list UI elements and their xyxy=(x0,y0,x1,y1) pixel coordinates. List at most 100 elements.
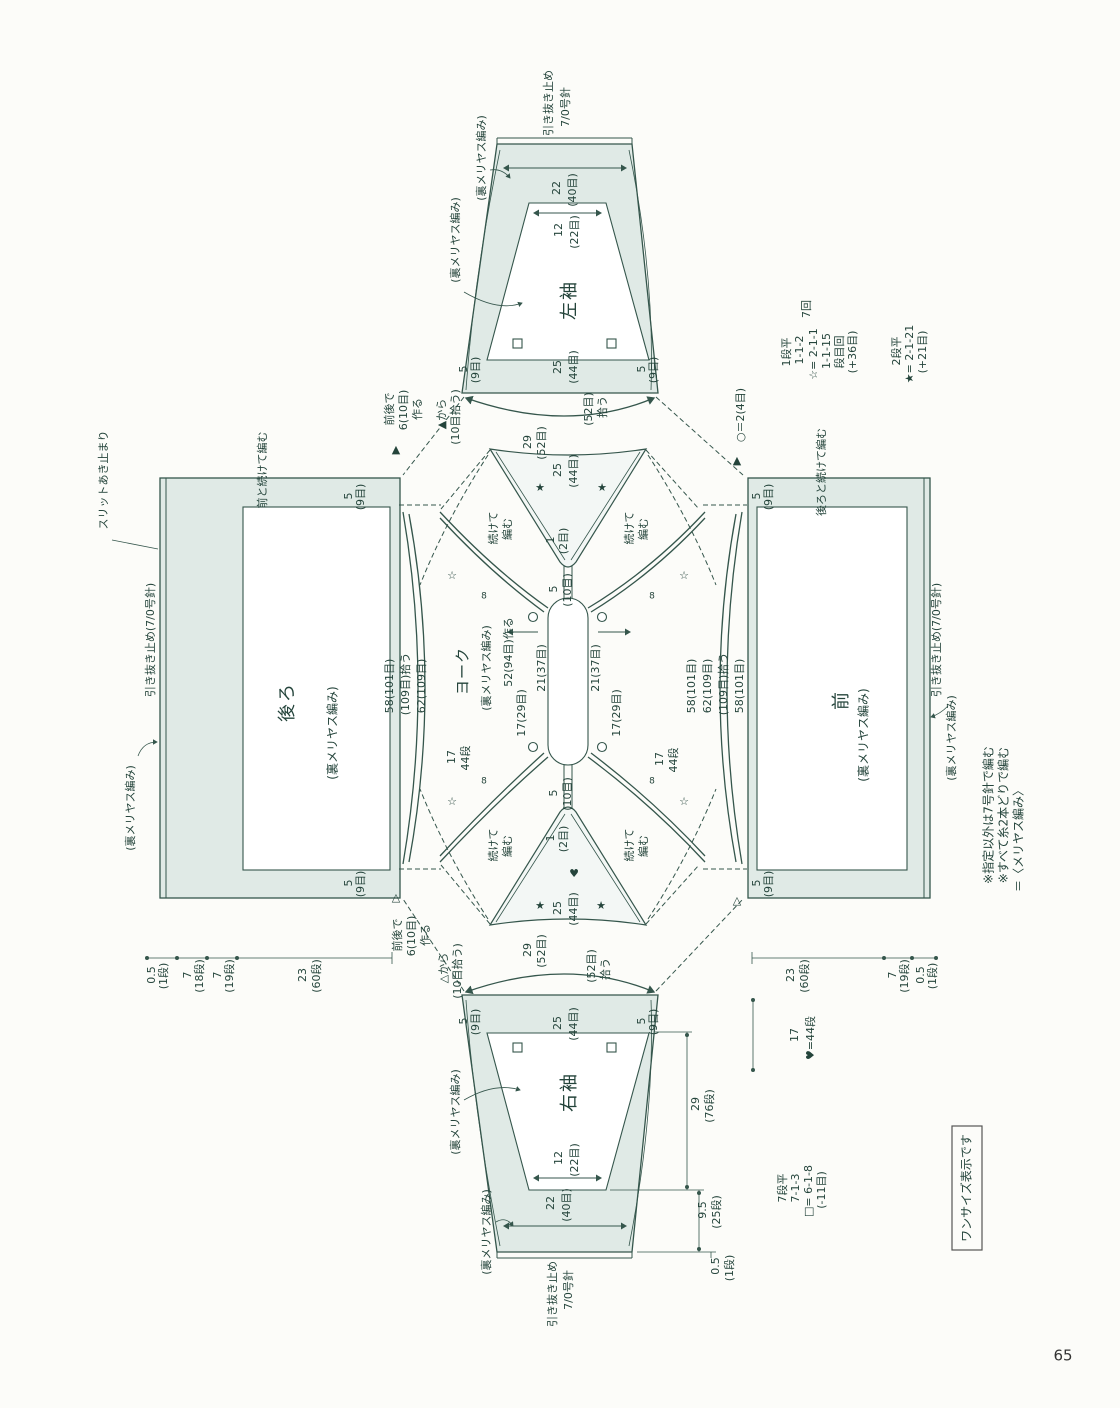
bindoff-label-back: 引き抜き止め(7/0号針) xyxy=(143,583,157,697)
back-yoke-bracket-outer xyxy=(402,511,419,865)
front-yoke-bracket-inner xyxy=(719,513,737,863)
front-yoke-bracket-outer xyxy=(726,511,743,865)
dim-40sts: (40目) xyxy=(560,1188,573,1222)
guide-dot xyxy=(685,1185,689,1189)
yoke-bottom-apex-strip xyxy=(563,765,573,808)
dim-0-5: 0.5 xyxy=(914,966,927,984)
bindoff-label-top-line1: 引き抜き止め xyxy=(541,70,555,136)
continue-knitting-1: 続けて xyxy=(486,829,500,862)
right-sleeve-fold-lines xyxy=(465,999,652,1247)
stitch-note-body-top: (裏メリヤス編み) xyxy=(448,197,462,283)
pickup-52sts: (52目) xyxy=(585,949,598,983)
continue-knitting-2: 編む xyxy=(500,835,514,857)
continue-knitting-2: 編む xyxy=(500,518,514,540)
continue-knitting-1: 続けて xyxy=(622,829,636,862)
dim-0-5: 0.5 xyxy=(709,1257,722,1275)
one-size-note-text: ワンサイズ表示です xyxy=(959,1134,974,1242)
dim-5: 5 xyxy=(547,790,560,797)
guide-dot xyxy=(685,1033,689,1037)
left-sleeve-fold-lines xyxy=(465,149,652,391)
stitch-note-arrow-back xyxy=(137,739,158,757)
dim-5: 5 xyxy=(750,880,763,887)
back-label: 後ろ xyxy=(277,682,298,722)
dim-17-29sts: 17(29目) xyxy=(610,689,623,737)
dim-52sts: (52目) xyxy=(535,934,548,968)
dim-17: 17 xyxy=(445,750,458,764)
yoke-center-band xyxy=(547,597,589,766)
dim-17-29sts: 17(29目) xyxy=(515,689,528,737)
notes-group: ※指定以外は7号針で編む ※すべて糸2本どりで編む ＝〈メリヤス編み〉 ワンサイ… xyxy=(951,746,1073,1365)
yoke-cast-on-note: 52(94目)作る xyxy=(502,617,515,687)
dim-5: 5 xyxy=(635,1018,648,1025)
dim-2sts: (2目) xyxy=(557,826,570,853)
seam-dash-lines xyxy=(399,396,747,992)
back-piece-group: スリットあき止まり 引き抜き止め(7/0号針) (裏メリヤス編み) 後ろ (裏メ… xyxy=(97,431,428,899)
square-mark-left-sleeve-2 xyxy=(606,338,617,349)
back-yoke-bracket-inner xyxy=(408,513,426,863)
legend-open-star-repeat: 7回 xyxy=(800,300,813,318)
triangle-open-mark: △ xyxy=(392,891,401,904)
stitch-note-arrow-cuff xyxy=(495,1219,514,1227)
front-piece-group: 後ろと続けて編む 5 (9目) 5 (9目) 58(101目) 62(109目)… xyxy=(685,428,958,907)
dim-2sts: (2目) xyxy=(557,528,570,555)
dim-9sts: (9目) xyxy=(762,871,775,898)
legend-filled-star-total: (+21目) xyxy=(916,331,929,374)
dim-8: 8 xyxy=(481,777,487,787)
dim-5: 5 xyxy=(750,493,763,500)
dim-22sts: (22目) xyxy=(568,1143,581,1177)
left-sleeve-group: 引き抜き止め 7/0号針 (裏メリヤス編み) (裏メリヤス編み) 22 (40目… xyxy=(448,70,660,417)
guide-dot xyxy=(910,956,914,960)
circle-mark-4 xyxy=(596,741,608,753)
dim-9sts: (9目) xyxy=(354,871,367,898)
square-mark-left-sleeve-1 xyxy=(512,338,523,349)
dim-7: 7 xyxy=(211,972,224,979)
page-number: 65 xyxy=(1053,1347,1072,1365)
stitch-note-front-inner: (裏メリヤス編み) xyxy=(856,688,871,781)
pickup-109-note: (109目)拾う xyxy=(398,653,412,716)
square-mark-right-sleeve-2 xyxy=(606,1042,617,1053)
dim-9-5: 9.5 xyxy=(696,1201,709,1219)
dim-58-101sts: 58(101目) xyxy=(733,659,746,714)
open-star-mark: ☆ xyxy=(447,569,457,582)
dim-18rows: (18段) xyxy=(192,959,206,993)
dim-10sts: (10目) xyxy=(561,573,574,607)
stitch-note-arrow-body xyxy=(463,1086,521,1101)
pickup-from-triangle: △から xyxy=(437,953,450,983)
dim-29: 29 xyxy=(521,435,534,449)
dim-76rows: (76段) xyxy=(702,1089,716,1123)
triangle-filled-mark: ▲ xyxy=(733,454,742,467)
dim-5: 5 xyxy=(635,366,648,373)
open-star-mark: ☆ xyxy=(447,795,457,808)
legend-circle-mark: ○＝2(4目) xyxy=(734,388,747,442)
dim-5: 5 xyxy=(342,880,355,887)
knit-with-front-note: 前と続けて編む xyxy=(255,432,269,509)
dim-44rows: 44段 xyxy=(666,748,680,773)
dim-44sts: (44目) xyxy=(567,454,580,488)
yoke-raglan-curves xyxy=(439,511,706,863)
slit-leader-line xyxy=(111,539,159,550)
stitch-note-yoke: (裏メリヤス編み) xyxy=(479,625,493,711)
heart-dim-17: 17 xyxy=(788,1028,801,1042)
dim-62-109sts: 62(109目) xyxy=(701,659,714,714)
cast-on-note-1: 前後で xyxy=(390,919,404,952)
heart-mark: ♥ xyxy=(569,867,579,880)
open-star-mark: ☆ xyxy=(679,569,689,582)
dim-1row: (1段) xyxy=(156,963,170,990)
knit-with-back-note: 後ろと続けて編む xyxy=(814,428,828,516)
dim-25: 25 xyxy=(551,360,564,374)
row-count-guides xyxy=(610,1031,716,1258)
dim-44sts: (44目) xyxy=(567,1007,580,1041)
dim-58-101sts: 58(101目) xyxy=(383,659,396,714)
right-sleeve-group: 5 (9目) 25 (44目) 5 (9目) 右袖 (裏メリヤス編み) (裏メリ… xyxy=(448,973,736,1327)
star-mark: ★ xyxy=(535,481,545,494)
guide-dot xyxy=(145,956,149,960)
cast-on-note-2: 6(10目) xyxy=(397,390,410,431)
dim-5: 5 xyxy=(547,586,560,593)
guide-dot xyxy=(751,998,755,1002)
legend-group: ○＝2(4目) 1段平 1-1-2 7回 ☆= 2-1-1 1-1-15 段目回… xyxy=(734,300,929,1217)
pickup-from-triangle: ▲から xyxy=(435,399,448,429)
front-label: 前 xyxy=(831,690,852,710)
legend-square-r1: 7-1-3 xyxy=(789,1174,802,1203)
dim-5: 5 xyxy=(342,493,355,500)
circle-mark-3 xyxy=(527,741,539,753)
